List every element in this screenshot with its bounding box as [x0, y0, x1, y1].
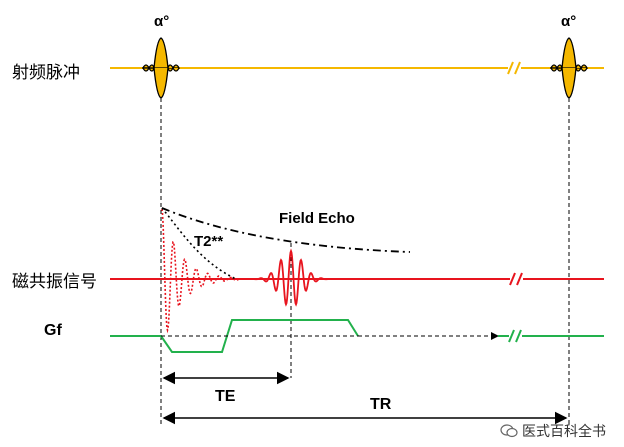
- watermark: 医式百科全书: [500, 421, 606, 441]
- rf-pulse-1: [141, 37, 181, 99]
- signal-break-mark: [509, 272, 516, 286]
- alpha-label-1: α°: [154, 13, 170, 30]
- rf-break-mark: [514, 61, 521, 75]
- t2-star-label: T2**: [194, 233, 224, 250]
- watermark-text: 医式百科全书: [522, 424, 606, 440]
- signal-baseline: [110, 272, 604, 286]
- wechat-icon: [500, 424, 518, 438]
- fid-signal: [161, 208, 241, 334]
- mr-signal-label: 磁共振信号: [12, 272, 97, 292]
- tr-label: TR: [370, 396, 392, 413]
- field-echo-label: Field Echo: [279, 210, 355, 227]
- rf-pulse-line: [110, 61, 604, 75]
- rf-pulse-2: [549, 37, 589, 99]
- rf-pulse-label: 射频脉冲: [12, 63, 80, 83]
- alpha-label-2: α°: [561, 13, 577, 30]
- gf-label: Gf: [44, 322, 62, 339]
- t2-star-decay-curve: [161, 207, 237, 280]
- signal-break-mark: [516, 272, 523, 286]
- rf-break-mark: [507, 61, 514, 75]
- te-label: TE: [215, 388, 236, 405]
- gf-break-mark: [515, 329, 522, 343]
- gf-break-mark: [508, 329, 515, 343]
- field-echo-signal: [252, 248, 333, 307]
- field-echo-envelope: [161, 207, 411, 253]
